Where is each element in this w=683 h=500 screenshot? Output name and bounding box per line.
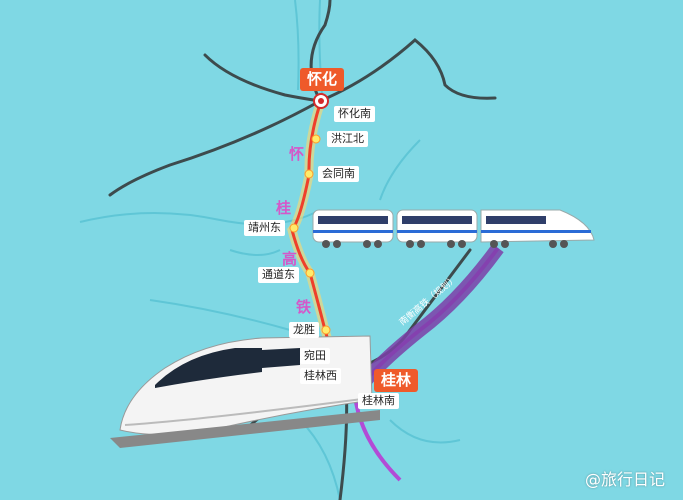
station-dot-jingzhoudong (289, 223, 299, 233)
watermark: @旅行日记 (584, 470, 665, 489)
station-label-hongjiangbei[interactable]: 洪江北 (327, 131, 368, 147)
train-side-illustration (312, 209, 595, 248)
train-front-illustration (110, 335, 380, 448)
station-dot-huitongnan (304, 169, 314, 179)
line-name-char-2: 桂 (276, 199, 292, 217)
station-dot-hongjiangbei (311, 134, 321, 144)
station-dot-tongdaodong (305, 268, 315, 278)
line-name-char-1: 怀 (289, 145, 305, 163)
station-dot-longsheng (321, 325, 331, 335)
line-name-char-3: 高 (282, 250, 298, 268)
station-label-guilinxi[interactable]: 桂林西 (300, 368, 341, 384)
station-label-tongdaodong[interactable]: 通道东 (258, 267, 299, 283)
station-label-guilinnan[interactable]: 桂林南 (358, 393, 399, 409)
station-label-huaihuanan[interactable]: 怀化南 (334, 106, 375, 122)
hub-label-huaihua[interactable]: 怀化 (300, 68, 345, 91)
station-label-huitongnan[interactable]: 会同南 (318, 166, 359, 182)
hub-marker-huaihua (313, 93, 329, 109)
station-label-longsheng[interactable]: 龙胜 (289, 322, 319, 338)
line-name-char-4: 铁 (296, 298, 312, 316)
station-label-yuantian[interactable]: 宛田 (300, 348, 330, 364)
station-label-jingzhoudong[interactable]: 靖州东 (244, 220, 285, 236)
hub-label-guilin[interactable]: 桂林 (374, 369, 419, 392)
